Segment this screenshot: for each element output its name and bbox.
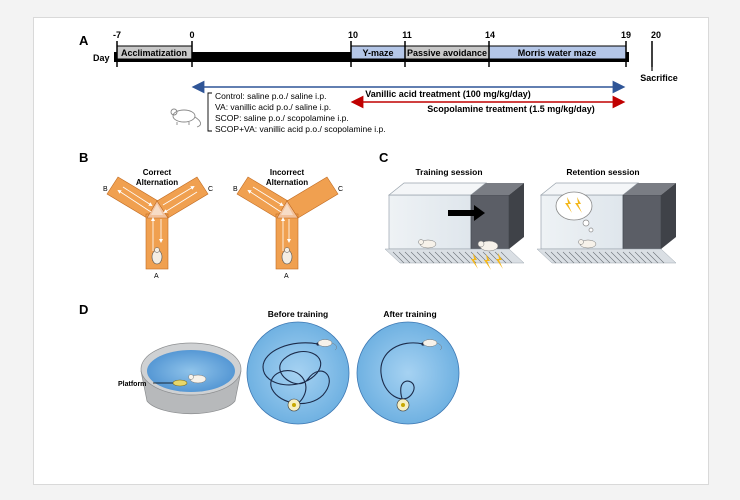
panel-d-label: D bbox=[79, 302, 88, 317]
water-pool bbox=[140, 342, 242, 415]
incorrect-title-1: Incorrect bbox=[270, 168, 305, 177]
va-treatment-label: Vanillic acid treatment (100 mg/kg/day) bbox=[365, 89, 531, 99]
mouse-icon bbox=[151, 247, 163, 265]
sacrifice-label: Sacrifice bbox=[640, 73, 678, 83]
rat-icon bbox=[418, 239, 499, 252]
scop-treatment-label: Scopolamine treatment (1.5 mg/kg/day) bbox=[427, 104, 595, 114]
group-scop: SCOP: saline p.o./ scopolamine i.p. bbox=[215, 113, 349, 123]
correct-title-2: Alternation bbox=[136, 178, 178, 187]
tick-day-10: 10 bbox=[348, 30, 358, 40]
arm-a-label-2: A bbox=[284, 273, 289, 280]
tick-day-11: 11 bbox=[402, 30, 412, 40]
retention-apparatus bbox=[536, 182, 677, 264]
phase-water-maze-label: Morris water maze bbox=[518, 48, 597, 58]
tick-day-20: 20 bbox=[651, 30, 661, 40]
incorrect-title-2: Alternation bbox=[266, 178, 308, 187]
timeline-ticks bbox=[116, 41, 653, 67]
group-scop-va: SCOP+VA: vanillic acid p.o./ scopolamine… bbox=[215, 124, 386, 134]
arm-b-label: B bbox=[103, 186, 108, 193]
arm-c-label: C bbox=[208, 186, 213, 193]
rat-icon bbox=[170, 108, 202, 128]
rat-icon bbox=[188, 374, 207, 384]
figure-svg: A Day Acclimatization Y-maze Passive avo… bbox=[79, 30, 678, 425]
tick-day-minus7: -7 bbox=[113, 30, 121, 40]
correct-title-1: Correct bbox=[143, 168, 172, 177]
rat-icon bbox=[578, 239, 597, 249]
panel-c-label: C bbox=[379, 150, 389, 165]
group-control: Control: saline p.o./ saline i.p. bbox=[215, 91, 327, 101]
phase-ymaze-label: Y-maze bbox=[362, 48, 393, 58]
rat-icon bbox=[422, 339, 442, 351]
arm-b-label-2: B bbox=[233, 186, 238, 193]
training-title: Training session bbox=[415, 167, 482, 177]
arm-a-label: A bbox=[154, 273, 159, 280]
training-apparatus bbox=[384, 182, 525, 270]
ymaze-correct bbox=[106, 176, 209, 270]
retention-title: Retention session bbox=[566, 167, 639, 177]
tick-day-0: 0 bbox=[189, 30, 194, 40]
thought-bubble bbox=[555, 191, 594, 233]
phase-passive-label: Passive avoidance bbox=[407, 48, 487, 58]
day-label: Day bbox=[93, 53, 110, 63]
figure-panel: A Day Acclimatization Y-maze Passive avo… bbox=[33, 17, 709, 485]
phase-acclimatization-label: Acclimatization bbox=[121, 48, 187, 58]
before-training-map bbox=[246, 321, 350, 425]
after-training-title: After training bbox=[383, 309, 436, 319]
platform-label: Platform bbox=[118, 381, 146, 388]
ymaze-incorrect bbox=[236, 176, 339, 270]
before-training-title: Before training bbox=[268, 309, 328, 319]
panel-b-label: B bbox=[79, 150, 88, 165]
arm-c-label-2: C bbox=[338, 186, 343, 193]
group-va: VA: vanillic acid p.o./ saline i.p. bbox=[215, 102, 331, 112]
group-bracket bbox=[207, 92, 212, 132]
mouse-icon bbox=[281, 247, 293, 265]
after-training-map bbox=[356, 321, 460, 425]
rat-icon bbox=[317, 339, 337, 351]
shock-icon bbox=[471, 253, 503, 270]
tick-day-19: 19 bbox=[621, 30, 631, 40]
tick-day-14: 14 bbox=[485, 30, 495, 40]
panel-a-label: A bbox=[79, 33, 89, 48]
